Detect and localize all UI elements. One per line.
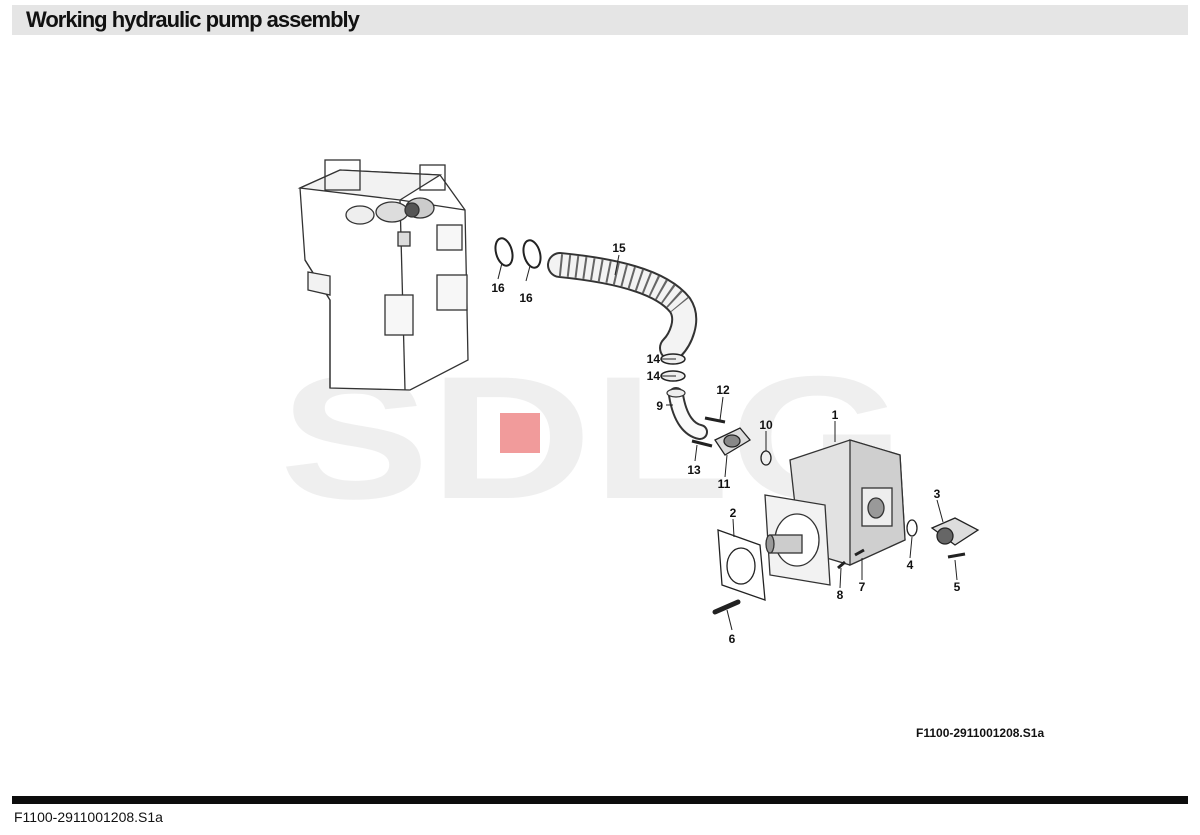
callouts: 1 2 3 4 5 6 7 8 9 10 11 12 13 14 14 15 1… [491,241,960,646]
hydraulic-tank [297,159,469,391]
page-title: Working hydraulic pump assembly [26,7,360,32]
pressure-flange [906,517,980,559]
callout-16-left: 16 [491,281,505,295]
callout-9: 9 [656,399,663,413]
callout-8: 8 [837,588,844,602]
callout-13: 13 [687,463,701,477]
footer-bar [12,796,1188,804]
hydraulic-pump [764,439,906,586]
callout-14-lower: 14 [647,369,661,383]
title-bar: Working hydraulic pump assembly [12,5,1188,35]
leader-lines [497,254,958,631]
parts-diagram: SDLG [280,159,980,646]
callout-10: 10 [759,418,773,432]
callout-12: 12 [716,383,730,397]
callout-16-right: 16 [519,291,533,305]
callout-6: 6 [729,632,736,646]
dowel-pin [712,599,741,615]
callout-14-upper: 14 [647,352,661,366]
callout-2: 2 [730,506,737,520]
watermark-accent [500,413,540,453]
callout-3: 3 [934,487,941,501]
diagram-reference: F1100-2911001208.S1a [916,726,1045,740]
callout-11: 11 [718,477,731,491]
callout-15: 15 [612,241,626,255]
pump-bolts [837,548,865,570]
elbow-fitting [666,387,708,440]
callout-4: 4 [907,558,914,572]
gasket [717,529,766,601]
callout-1: 1 [832,408,839,422]
suction-hose [547,252,698,361]
footer-reference: F1100-2911001208.S1a [14,809,163,825]
flange-assembly [691,416,772,466]
callout-5: 5 [954,580,961,594]
callout-7: 7 [859,580,866,594]
hose-clamps [494,237,542,269]
